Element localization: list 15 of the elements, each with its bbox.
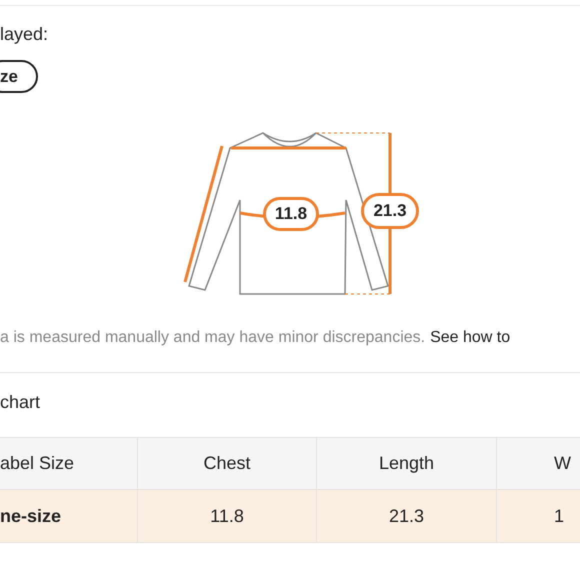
help-link: See how to xyxy=(430,329,510,347)
column-header: W xyxy=(497,437,580,490)
measurement-label: 21.3 xyxy=(361,193,419,229)
table-cell: 1 xyxy=(497,490,580,543)
section-label: layed: xyxy=(0,24,48,45)
section-heading: chart xyxy=(0,392,40,413)
size-option-chip: ze xyxy=(0,60,38,93)
disclaimer-text: a is measured manually and may have minor discrepancies. xyxy=(0,329,426,347)
table-cell: 21.3 xyxy=(317,490,497,543)
column-header: Length xyxy=(317,437,497,490)
column-header: Chest xyxy=(138,437,317,490)
table-cell: 11.8 xyxy=(138,490,317,543)
column-header: abel Size xyxy=(0,437,138,490)
measurement-label: 11.8 xyxy=(263,197,319,231)
table-cell: ne-size xyxy=(0,490,138,543)
